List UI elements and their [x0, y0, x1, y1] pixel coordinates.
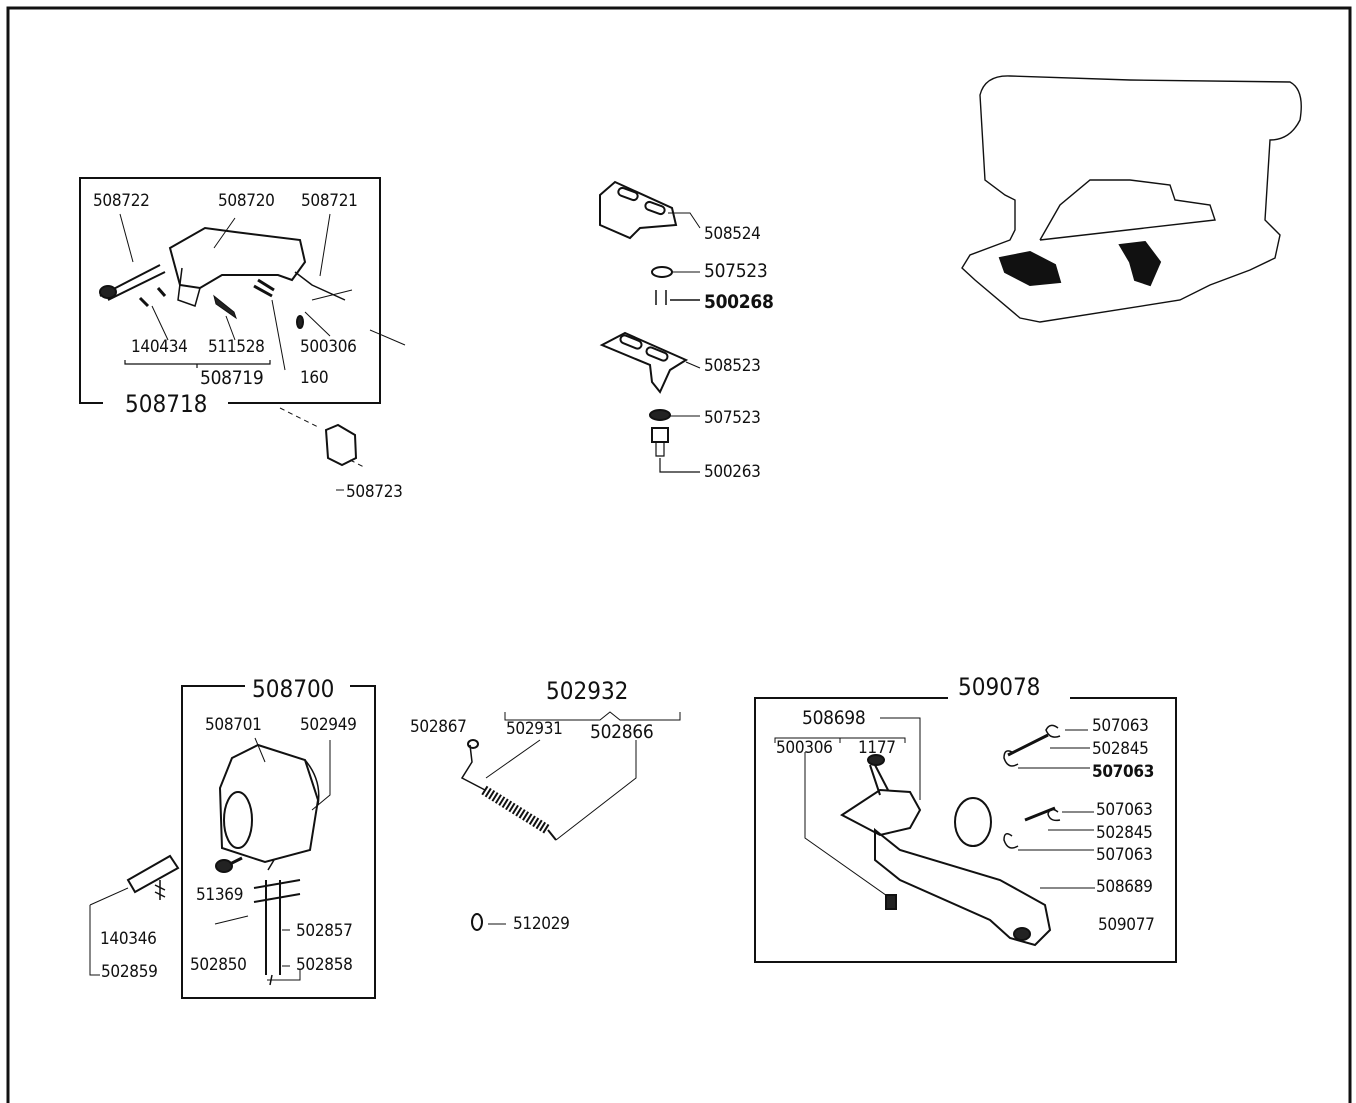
part-508723 [324, 423, 358, 467]
label-502866: 502866 [590, 721, 654, 743]
label-508723: 508723 [346, 482, 403, 502]
bracket-502932 [504, 711, 681, 721]
label-1177: 1177 [858, 738, 896, 758]
label-502949: 502949 [300, 715, 357, 735]
spring-coil [481, 785, 551, 835]
group-title-509078: 509078 [958, 673, 1041, 701]
leaders-508718 [119, 213, 406, 371]
label-508701: 508701 [205, 715, 262, 735]
part-508523 [599, 331, 689, 394]
label-500306-b: 500306 [776, 738, 833, 758]
label-502850: 502850 [190, 955, 247, 975]
label-508524: 508524 [704, 224, 761, 244]
label-502858: 502858 [296, 955, 353, 975]
bracket-508719 [124, 360, 271, 368]
label-508720: 508720 [218, 191, 275, 211]
label-507523-b: 507523 [704, 408, 761, 428]
label-508722: 508722 [93, 191, 150, 211]
label-507063-c: 507063 [1096, 800, 1153, 820]
label-160: 160 [300, 368, 329, 388]
label-51369: 51369 [196, 885, 244, 905]
part-502850 [253, 879, 301, 975]
part-140346-pin [126, 854, 180, 894]
part-508689-arm [874, 827, 1052, 947]
label-507063-b: 507063 [1092, 762, 1155, 782]
label-507063-d: 507063 [1096, 845, 1153, 865]
box-508718 [79, 177, 381, 404]
label-502845-a: 502845 [1092, 739, 1149, 759]
label-507063-a: 507063 [1092, 716, 1149, 736]
label-500268: 500268 [704, 291, 774, 313]
washer-507523b [649, 409, 671, 421]
part-508698 [840, 788, 922, 837]
box-508700 [181, 685, 376, 999]
label-508689: 508689 [1096, 877, 1153, 897]
label-508698: 508698 [802, 707, 866, 729]
label-502845-b: 502845 [1096, 823, 1153, 843]
label-500306: 500306 [300, 337, 357, 357]
label-502857: 502857 [296, 921, 353, 941]
part-508701 [218, 743, 320, 864]
group-title-508700: 508700 [252, 675, 335, 703]
label-507523: 507523 [704, 260, 768, 282]
label-508523: 508523 [704, 356, 761, 376]
screw-500263 [651, 427, 669, 443]
group-title-502932: 502932 [546, 677, 629, 705]
page-frame [6, 6, 1352, 1103]
label-140434: 140434 [131, 337, 188, 357]
label-511528: 511528 [208, 337, 265, 357]
part-508720 [168, 226, 307, 290]
label-500263: 500263 [704, 462, 761, 482]
label-508721: 508721 [301, 191, 358, 211]
label-502867: 502867 [410, 717, 467, 737]
part-512029 [471, 913, 483, 931]
label-502859: 502859 [101, 962, 158, 982]
label-502931: 502931 [506, 719, 563, 739]
label-512029: 512029 [513, 914, 570, 934]
part-508524 [599, 180, 678, 240]
washer-507523 [651, 266, 673, 278]
label-140346: 140346 [100, 929, 157, 949]
label-509077: 509077 [1098, 915, 1155, 935]
label-508719: 508719 [200, 367, 264, 389]
machine-silhouette [961, 75, 1302, 323]
group-title-508718: 508718 [125, 390, 208, 418]
box-509078 [754, 697, 1177, 963]
